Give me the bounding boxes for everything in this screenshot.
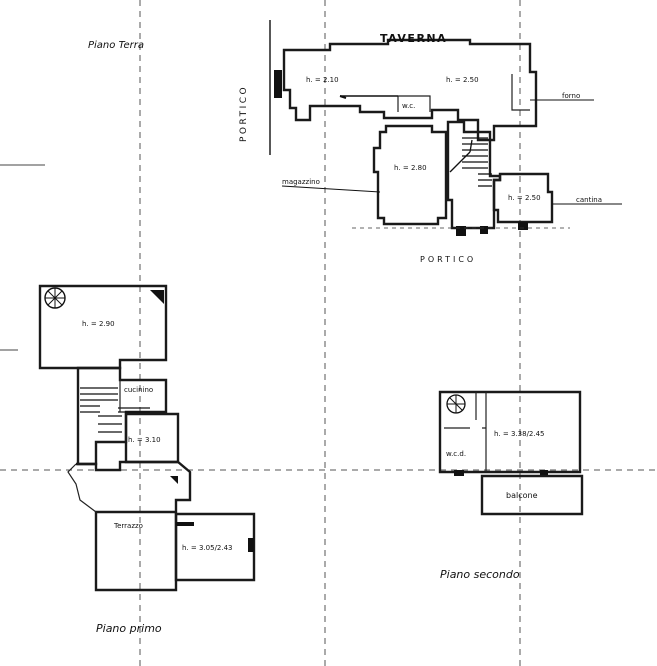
wcd-label: w.c.d. <box>446 450 466 458</box>
magazzino-label: magazzino <box>282 178 320 186</box>
room-310-height-label: h. = 3.10 <box>128 436 161 444</box>
balcone-label: balcone <box>506 491 538 500</box>
ground-floor-plan <box>274 38 622 236</box>
second-floor-room-walls <box>438 390 582 474</box>
wc-label: w.c. <box>402 102 415 110</box>
magazzino-height-label: h. = 2.80 <box>394 164 427 172</box>
first-floor-room-305-walls <box>174 512 256 582</box>
first-stair-treads <box>80 387 150 433</box>
magazzino-walls <box>372 124 448 226</box>
cantina-height-label: h. = 2.50 <box>508 194 541 202</box>
first-main-height-label: h. = 2.90 <box>82 320 115 328</box>
first-floor-plan <box>38 284 256 592</box>
portico-left-label: PORTICO <box>239 85 249 142</box>
taverna-height-label: h. = 2.10 <box>306 76 339 84</box>
ground-floor-title: Piano Terra <box>88 40 144 51</box>
room-305-height-label: h. = 3.05/2.43 <box>182 544 233 552</box>
first-floor-main-room-walls <box>38 284 168 370</box>
balcone-walls <box>480 474 584 516</box>
first-floor-title: Piano primo <box>96 622 162 635</box>
spiral-stair-icon <box>44 287 66 309</box>
portico-bottom-label: PORTICO <box>420 255 476 264</box>
second-height-label: h. = 3.38/2.45 <box>494 430 545 438</box>
ground-stair-treads <box>449 137 492 187</box>
cantina-label: cantina <box>576 196 602 204</box>
taverna-label: TAVERNA <box>380 32 447 45</box>
forno-label: forno <box>562 92 580 100</box>
taverna-walls <box>282 38 538 142</box>
cantina-walls <box>492 172 554 224</box>
second-floor-title: Piano secondo <box>440 568 520 581</box>
terrazzo-walls <box>76 460 192 592</box>
second-floor-plan <box>438 390 584 516</box>
taverna-main-height-label: h. = 2.50 <box>446 76 479 84</box>
second-spiral-stair-icon <box>446 394 466 414</box>
cucinino-label: cucinino <box>124 386 153 394</box>
terrazzo-label: Terrazzo <box>113 522 143 530</box>
